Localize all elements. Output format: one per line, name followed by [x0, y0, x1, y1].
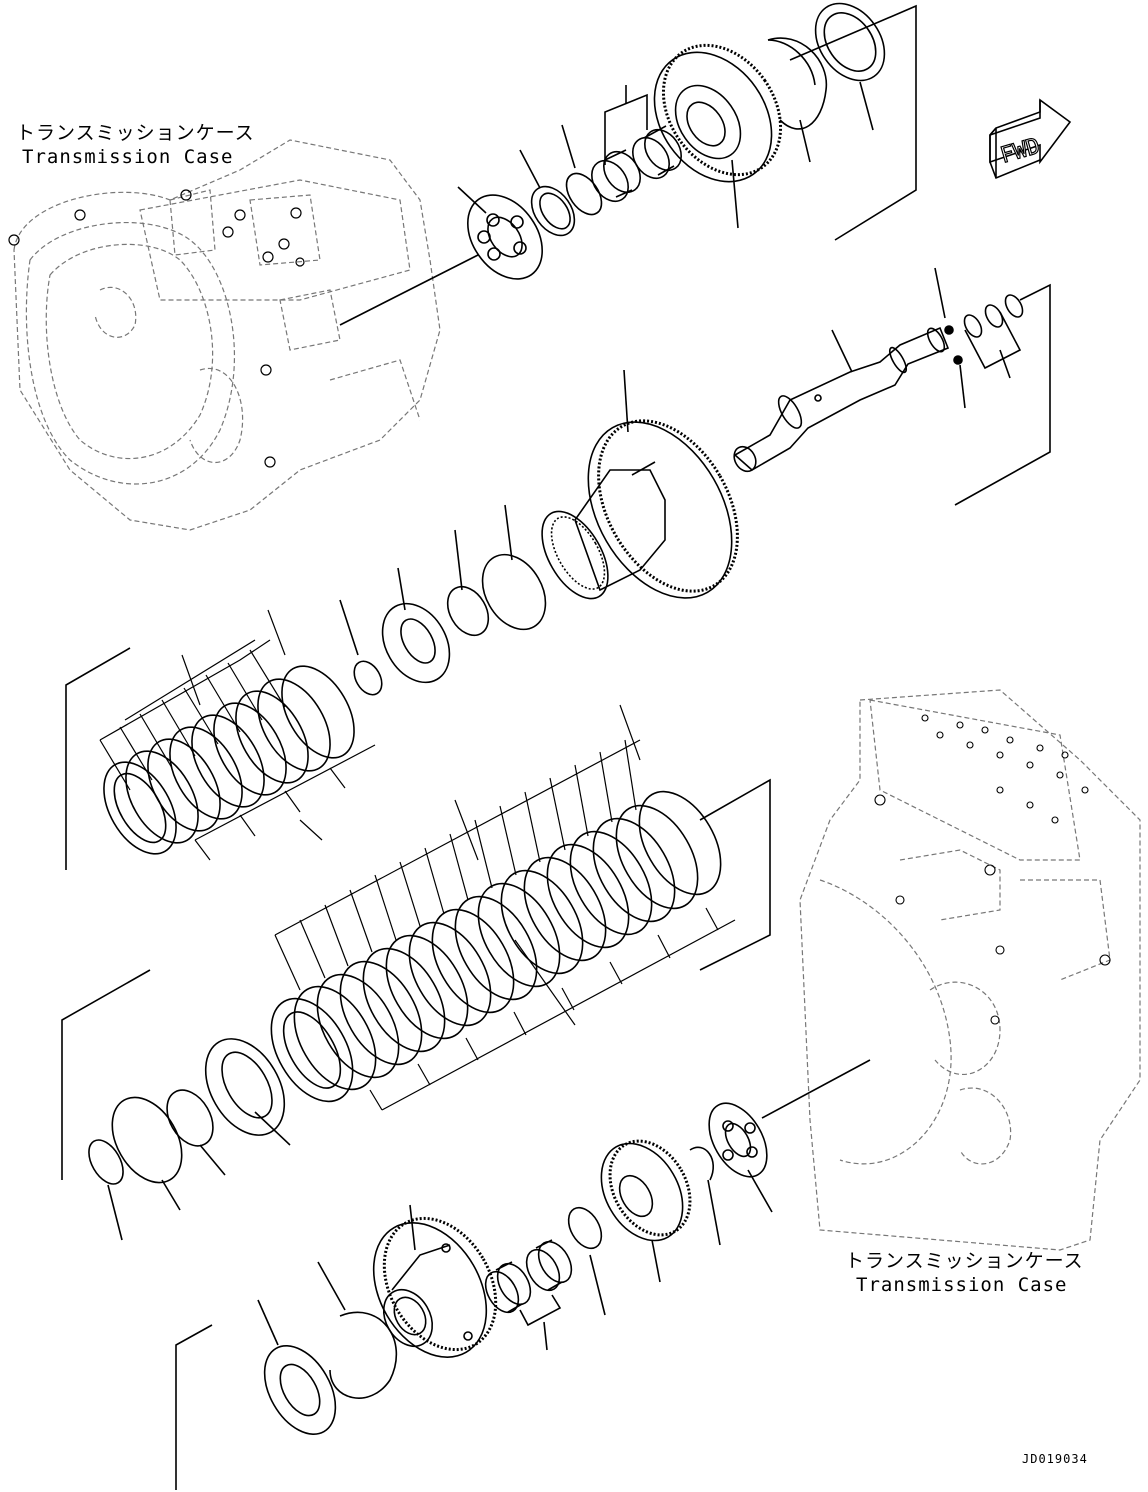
transmission-case-bottom [799, 689, 1141, 1251]
shaft [733, 326, 950, 473]
snap-ring-mid-2 [446, 585, 490, 637]
seal-ring-shaft-3 [1004, 294, 1024, 318]
seal-ring-top [814, 2, 886, 82]
piston-lower [204, 1038, 286, 1136]
snap-ring-bottom-right [689, 1146, 715, 1181]
bracket-bottom-bearings [519, 1294, 562, 1327]
ball-bearing-top [467, 194, 543, 280]
ball-plug-1 [944, 325, 954, 335]
clutch-pack-lower-leaders [274, 704, 736, 1111]
thrust-washer-bottom [263, 1345, 337, 1435]
snap-ring-large-top-inner [767, 39, 816, 86]
seal-ring-shaft-1 [963, 314, 983, 338]
snap-ring-top-2 [565, 172, 603, 216]
snap-ring-mid-1 [481, 553, 547, 631]
wave-spring [353, 660, 383, 696]
needle-bearing-bottom-1 [484, 1261, 532, 1314]
leader-line [457, 186, 487, 214]
clutch-drum [541, 419, 739, 600]
ball-bearing-bottom [708, 1102, 768, 1178]
snap-ring-top-1 [530, 185, 576, 237]
leader-line [339, 254, 479, 326]
fwd-arrow-icon: FWD [989, 98, 1072, 180]
clutch-pack-upper [103, 665, 355, 855]
bracket-shaft [954, 283, 1051, 506]
fwd-text: FWD [998, 134, 1043, 169]
transmission-case-top-holes [8, 189, 305, 468]
bracket-shaft-rings [964, 311, 1022, 370]
drawing-code: JD019034 [1022, 1452, 1088, 1466]
snap-ring-bottom-left [329, 1311, 398, 1399]
bracket-upper-pack [65, 647, 131, 870]
transmission-case-bottom-holes [874, 714, 1111, 1025]
clutch-pack-upper-leaders [99, 609, 376, 861]
case-label-top-en: Transmission Case [22, 146, 234, 168]
needle-bearing-top-1 [591, 149, 641, 203]
snap-ring-lower-1 [166, 1089, 214, 1147]
clutch-pack-lower [270, 790, 722, 1103]
gear-top [653, 43, 783, 183]
bracket-lower-pack [699, 778, 771, 971]
case-label-bottom-jp: トランスミッションケース [845, 1250, 1084, 1272]
case-label-bottom-en: Transmission Case [856, 1274, 1068, 1296]
gear-bottom-small [600, 1139, 692, 1242]
case-label-top-jp: トランスミッションケース [16, 122, 255, 144]
snap-ring-lower-2 [111, 1096, 183, 1184]
transmission-case-top [13, 139, 441, 531]
leader-line [761, 1059, 871, 1119]
wave-spring-lower [88, 1139, 124, 1185]
needle-bearing-bottom-2 [525, 1239, 573, 1292]
ball-plug-2 [953, 355, 963, 365]
piston [381, 602, 451, 684]
bracket-top [789, 4, 917, 241]
bracket-lower-left [61, 969, 151, 1180]
needle-bearing-top-2 [632, 125, 682, 180]
snap-ring-large-top [767, 37, 828, 130]
gear-bottom [372, 1216, 498, 1358]
snap-ring-bottom-mid [567, 1206, 603, 1250]
bracket-bottom-left [175, 1324, 213, 1490]
